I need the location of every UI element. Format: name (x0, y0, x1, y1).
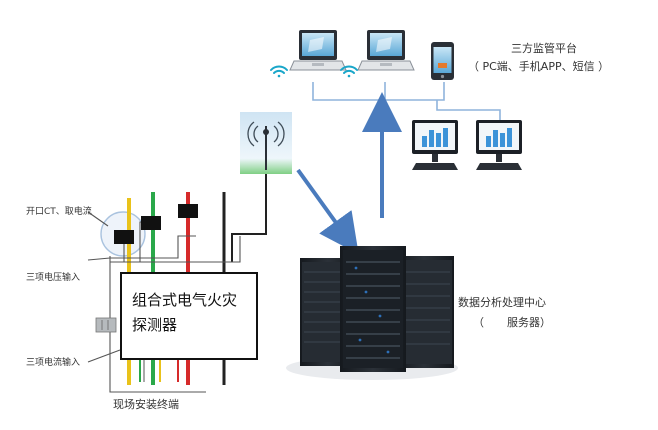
server-rack-icon (286, 246, 458, 380)
platform-title: 三方监管平台 (511, 42, 577, 55)
antenna-icon (240, 112, 292, 174)
platform-subtitle: （ PC端、手机APP、短信 ） (468, 60, 610, 73)
laptop-icon (289, 30, 347, 71)
antenna-to-server-arrow (296, 168, 359, 255)
desktop-monitor-icon (476, 120, 522, 170)
voltage-input-label: 三项电压输入 (26, 273, 81, 283)
desktop-monitor-icon (412, 120, 458, 170)
smartphone-icon (431, 42, 454, 80)
detector-label: 组合式电气火灾探测器 (132, 291, 238, 334)
ct-label: 开口CT、取电流 (26, 207, 92, 217)
server-label: 服务器） (507, 316, 551, 329)
site-terminal-label: 现场安装终端 (113, 398, 179, 411)
laptop-icon (357, 30, 415, 71)
platform-network-lines (312, 82, 501, 120)
wifi-icon (340, 65, 358, 78)
current-input-label: 三项电流输入 (26, 358, 81, 368)
antenna-cable (231, 174, 267, 262)
wifi-icon (270, 65, 288, 78)
server-label-open: （ (473, 316, 484, 329)
detector-box (120, 272, 258, 360)
data-center-label: 数据分析处理中心 (458, 296, 546, 309)
